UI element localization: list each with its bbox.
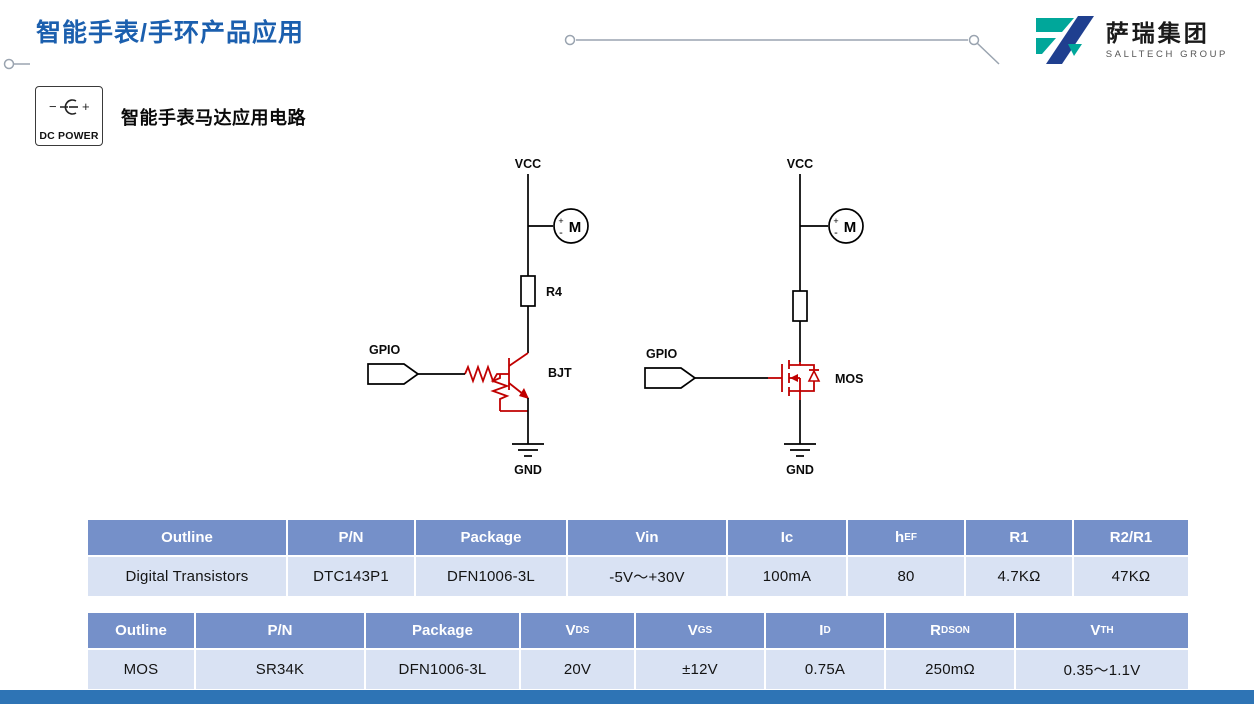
company-logo: 萨瑞集团 SALLTECH GROUP	[1034, 14, 1228, 66]
cell-vth: 0.35～1.1V	[1016, 650, 1188, 689]
mos-gpio-label: GPIO	[646, 347, 678, 361]
mos-motor-minus: -	[834, 227, 838, 239]
ground-symbol	[512, 443, 544, 457]
svg-text:−: −	[49, 99, 57, 114]
logo-company-subname: SALLTECH GROUP	[1105, 48, 1228, 60]
bjt-r4-label: R4	[546, 285, 562, 299]
header-cell-ic: Ic	[728, 520, 846, 555]
gpio-port-symbol	[644, 367, 697, 389]
header-cell-pn: P/N	[288, 520, 414, 555]
mos-device-label: MOS	[835, 372, 863, 386]
bjt-transistor-symbol	[464, 352, 529, 412]
cell-outline: Digital Transistors	[88, 557, 286, 596]
cell-vds: 20V	[521, 650, 634, 689]
cell-hef: 80	[848, 557, 964, 596]
mos-gnd-label: GND	[786, 463, 814, 477]
gpio-port-symbol	[367, 363, 420, 385]
cell-package: DFN1006-3L	[416, 557, 566, 596]
cell-rdson: 250mΩ	[886, 650, 1014, 689]
header-cell-r1: R1	[966, 520, 1072, 555]
page-title: 智能手表/手环产品应用	[36, 19, 304, 47]
cell-id: 0.75A	[766, 650, 884, 689]
header-cell-r2r1: R2/R1	[1074, 520, 1188, 555]
motor-symbol	[553, 208, 589, 244]
header-cell-outline: Outline	[88, 520, 286, 555]
logo-company-name: 萨瑞集团	[1105, 20, 1210, 47]
footer-bar	[0, 690, 1254, 704]
resistor-r4-symbol	[520, 275, 536, 307]
cell-pn: DTC143P1	[288, 557, 414, 596]
section-subtitle: 智能手表马达应用电路	[121, 108, 306, 128]
svg-text:+: +	[82, 99, 90, 114]
cell-pn: SR34K	[196, 650, 364, 689]
cell-r2r1: 47KΩ	[1074, 557, 1188, 596]
bjt-device-label: BJT	[548, 366, 572, 380]
cell-vgs: ±12V	[636, 650, 764, 689]
ground-symbol	[784, 443, 816, 457]
cell-outline: MOS	[88, 650, 194, 689]
mos-vcc-label: VCC	[787, 157, 813, 171]
cell-r1: 4.7KΩ	[966, 557, 1072, 596]
header-cell-vin: Vin	[568, 520, 726, 555]
motor-symbol	[828, 208, 864, 244]
dc-power-icon: − + DC POWER	[35, 86, 103, 146]
cell-ic: 100mA	[728, 557, 846, 596]
mos-motor-plus: +	[833, 216, 838, 226]
mos-transistor-symbol	[768, 360, 821, 400]
dc-power-symbol-icon: − +	[49, 99, 90, 115]
bjt-motor-minus: -	[559, 227, 563, 239]
resistor-symbol	[792, 290, 808, 322]
header-cell-outline: Outline	[88, 613, 194, 648]
bjt-vcc-label: VCC	[515, 157, 541, 171]
mos-circuit-diagram: VCC M + - MOS GPIO	[644, 157, 864, 477]
cell-package: DFN1006-3L	[366, 650, 519, 689]
bjt-motor-label: M	[569, 219, 582, 236]
bjt-gpio-label: GPIO	[369, 343, 401, 357]
header-cell-package: Package	[366, 613, 519, 648]
header-cell-package: Package	[416, 520, 566, 555]
bjt-circuit-diagram: VCC M + - R4 BJT GPIO GND	[367, 157, 589, 477]
bjt-motor-plus: +	[558, 216, 563, 226]
dc-power-label: DC POWER	[39, 130, 99, 142]
header-cell-pn: P/N	[196, 613, 364, 648]
bjt-gnd-label: GND	[514, 463, 542, 477]
mos-motor-label: M	[844, 219, 857, 236]
cell-vin: -5V～+30V	[568, 557, 726, 596]
logo-mark-icon	[1035, 16, 1094, 64]
